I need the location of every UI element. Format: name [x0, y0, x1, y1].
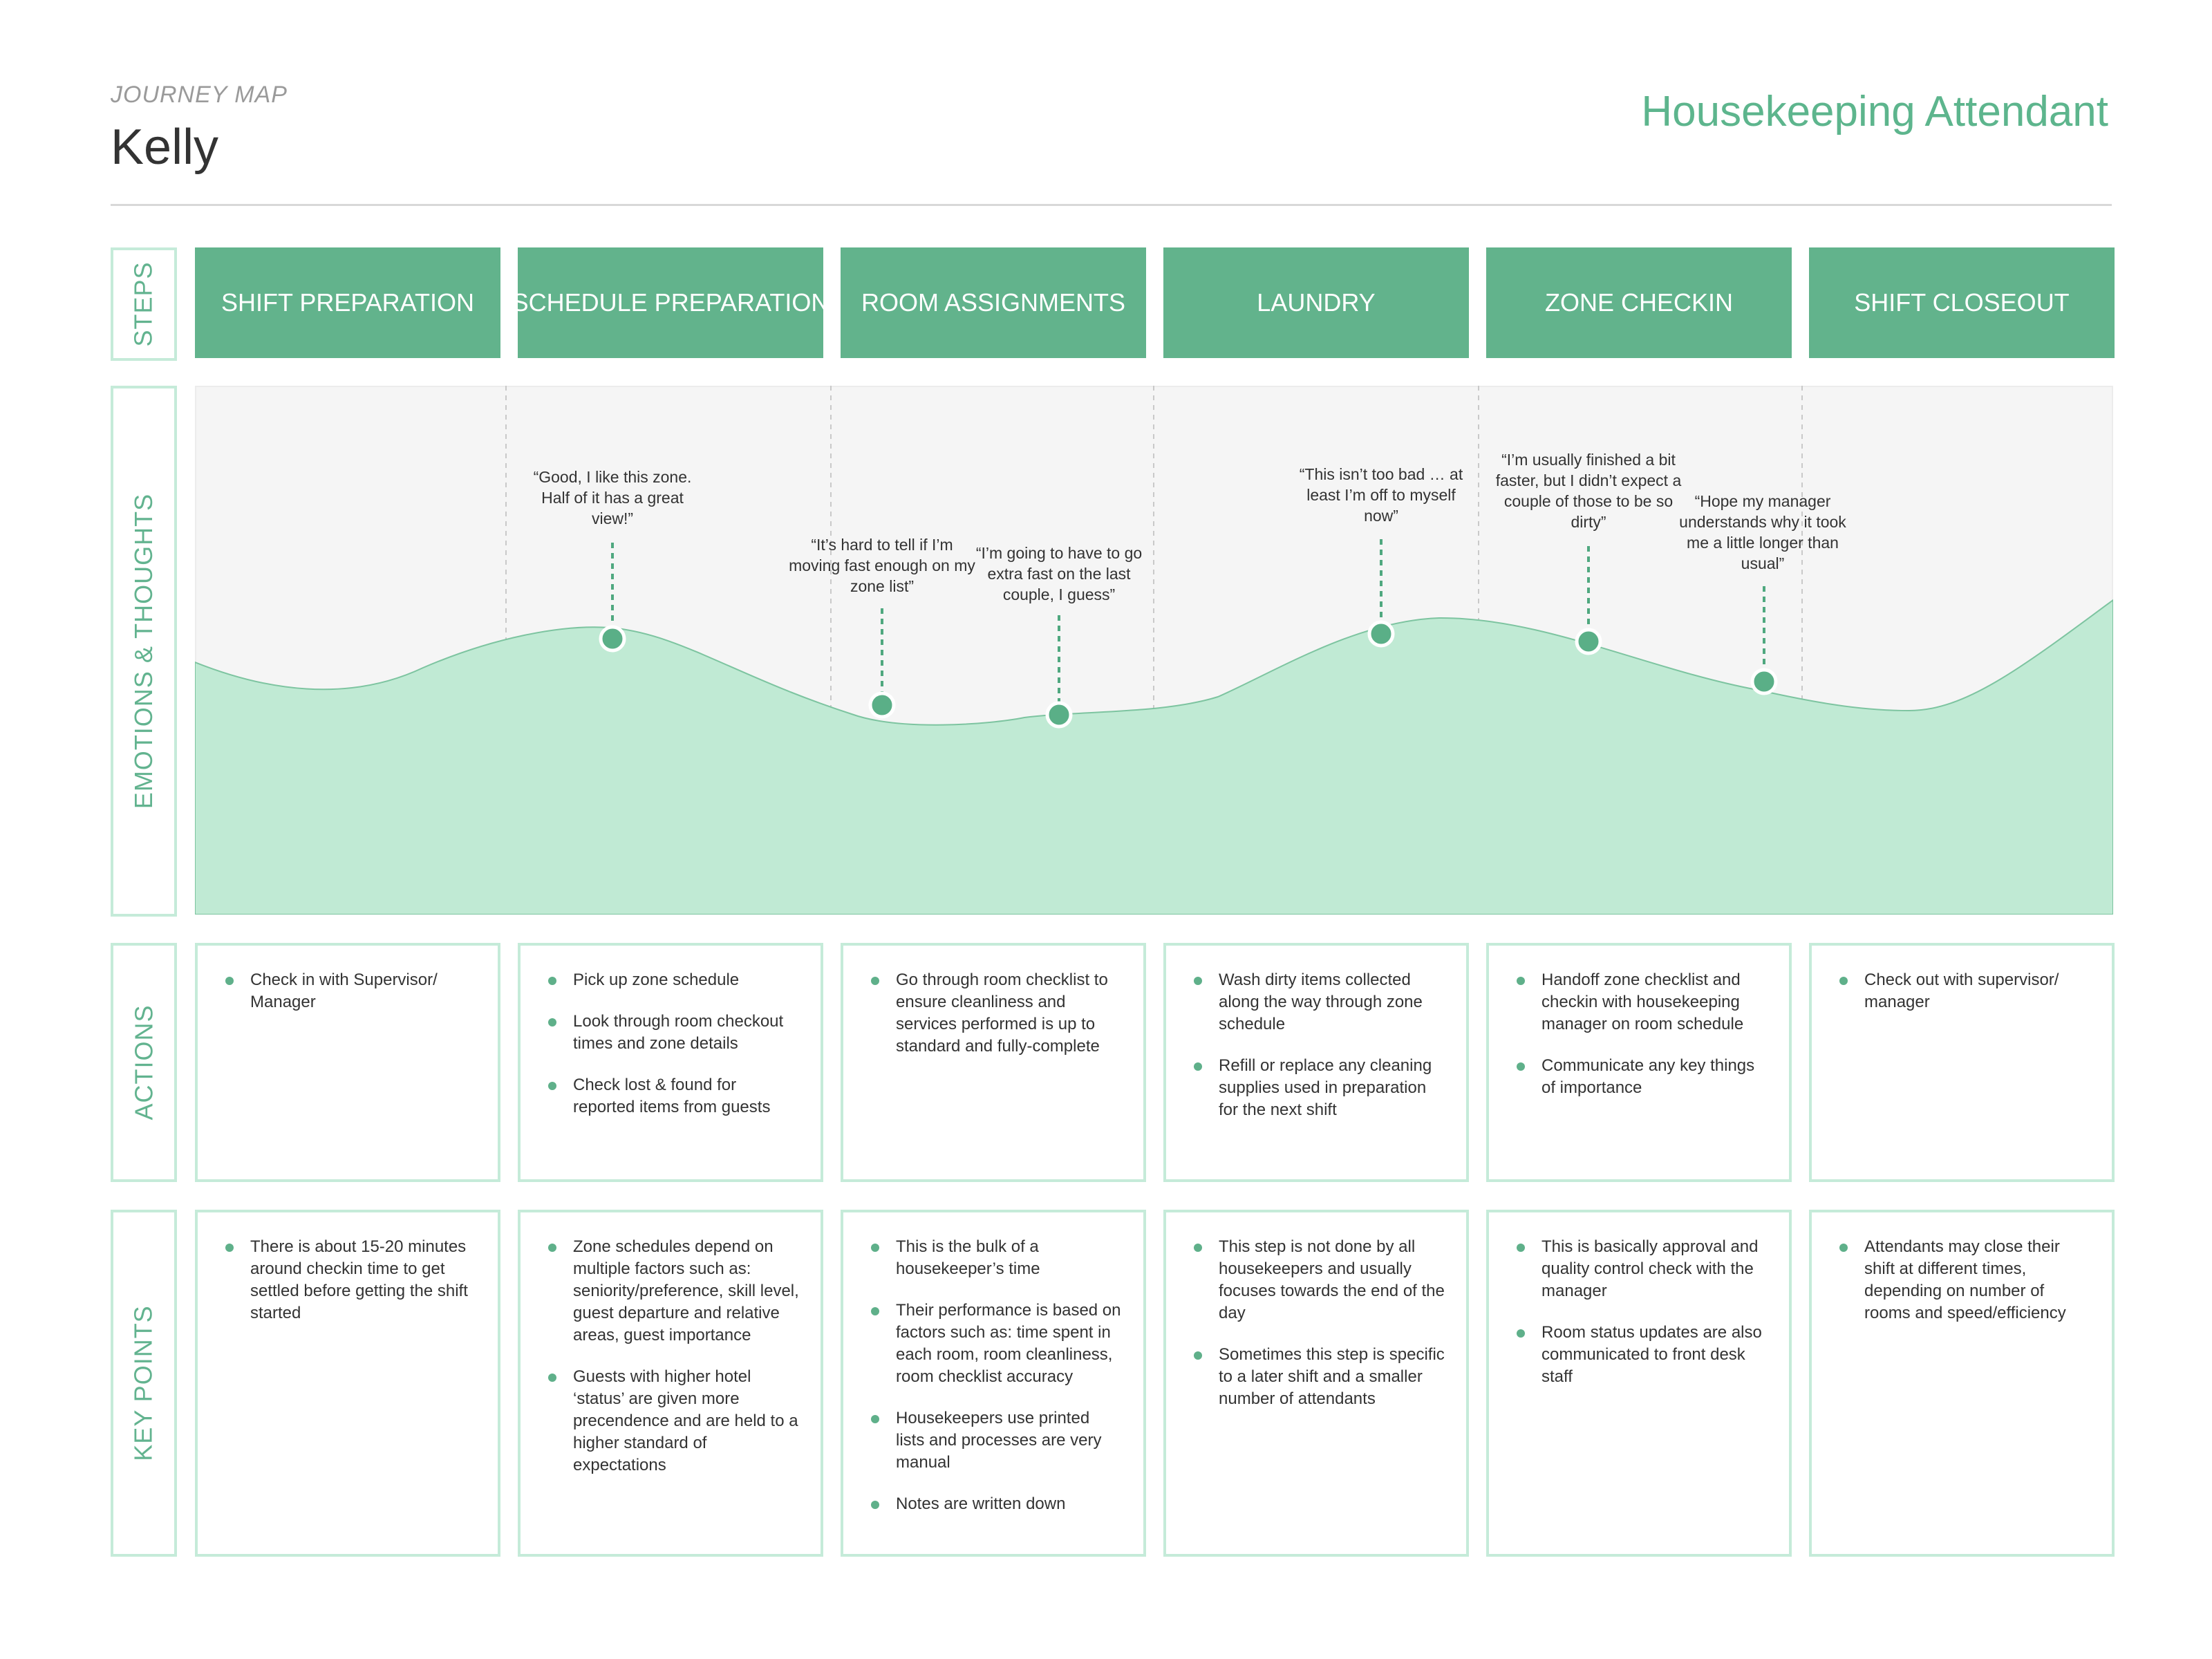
journey-map-eyebrow: JOURNEY MAP	[111, 82, 288, 108]
action-item: Handoff zone checklist and checkin with …	[1515, 969, 1768, 1035]
row-label-key-points-text: KEY POINTS	[129, 1305, 158, 1461]
key-point-item: This step is not done by all housekeeper…	[1192, 1236, 1445, 1324]
emotion-quote-3: “I’m going to have to go extra fast on t…	[975, 544, 1143, 603]
emotion-curve-area	[195, 599, 2113, 915]
key-point-item: There is about 15-20 minutes around chec…	[224, 1236, 477, 1324]
step-shift-preparation: SHIFT PREPARATION	[195, 247, 500, 358]
row-label-actions: ACTIONS	[111, 943, 177, 1182]
keypoints-card-schedule-preparation: Zone schedules depend on multiple factor…	[518, 1210, 823, 1557]
persona-role: Housekeeping Attendant	[1641, 88, 2108, 135]
step-laundry: LAUNDRY	[1163, 247, 1469, 358]
action-item: Check in with Supervisor/ Manager	[224, 969, 477, 1013]
key-point-item: Guests with higher hotel ‘status’ are gi…	[547, 1366, 800, 1477]
key-point-item: This is the bulk of a housekeeper’s time	[870, 1236, 1123, 1280]
key-point-item: Sometimes this step is specific to a lat…	[1192, 1344, 1445, 1410]
row-label-steps: STEPS	[111, 247, 177, 361]
emotion-marker	[1045, 701, 1073, 729]
emotion-marker	[868, 691, 896, 719]
row-label-key-points: KEY POINTS	[111, 1210, 177, 1557]
step-zone-checkin: ZONE CHECKIN	[1486, 247, 1792, 358]
step-room-assignments: ROOM ASSIGNMENTS	[841, 247, 1146, 358]
action-item: Check lost & found for reported items fr…	[547, 1074, 800, 1118]
action-item: Refill or replace any cleaning supplies …	[1192, 1055, 1445, 1121]
emotion-marker	[1575, 628, 1602, 655]
emotion-stems	[611, 539, 1765, 712]
persona-name: Kelly	[111, 120, 219, 175]
emotion-marker	[599, 625, 626, 653]
key-point-item: Their performance is based on factors su…	[870, 1300, 1123, 1388]
row-label-emotions: EMOTIONS & THOUGHTS	[111, 386, 177, 917]
action-item: Look through room checkout times and zon…	[547, 1011, 800, 1055]
emotion-quote-1: “Good, I like this zone. Half of it has …	[533, 468, 692, 527]
row-label-steps-text: STEPS	[129, 261, 158, 347]
step-shift-closeout: SHIFT CLOSEOUT	[1809, 247, 2115, 358]
action-item: Wash dirty items collected along the way…	[1192, 969, 1445, 1035]
emotion-quote-6: “Hope my manager understands why it took…	[1679, 492, 1846, 572]
actions-card-shift-preparation: Check in with Supervisor/ Manager	[195, 943, 500, 1182]
key-point-item: Room status updates are also communicate…	[1515, 1322, 1768, 1388]
key-point-item: Housekeepers use printed lists and proce…	[870, 1407, 1123, 1474]
header-divider	[111, 204, 2112, 206]
keypoints-card-zone-checkin: This is basically approval and quality c…	[1486, 1210, 1792, 1557]
row-label-actions-text: ACTIONS	[129, 1004, 158, 1121]
keypoints-card-room-assignments: This is the bulk of a housekeeper’s time…	[841, 1210, 1146, 1557]
action-item: Pick up zone schedule	[547, 969, 800, 991]
emotion-marker	[1750, 668, 1778, 695]
actions-card-shift-closeout: Check out with supervisor/ manager	[1809, 943, 2115, 1182]
action-item: Check out with supervisor/ manager	[1838, 969, 2091, 1013]
actions-card-laundry: Wash dirty items collected along the way…	[1163, 943, 1469, 1182]
key-point-item: This is basically approval and quality c…	[1515, 1236, 1768, 1302]
emotion-markers	[599, 620, 1778, 729]
emotion-quote-2: “It’s hard to tell if I’m moving fast en…	[789, 536, 975, 595]
emotion-curve-chart	[195, 386, 2113, 915]
action-item: Communicate any key things of importance	[1515, 1055, 1768, 1099]
step-schedule-preparation: SCHEDULE PREPARATION	[512, 247, 829, 358]
emotion-marker	[1367, 620, 1395, 648]
actions-card-schedule-preparation: Pick up zone schedule Look through room …	[518, 943, 823, 1182]
keypoints-card-shift-closeout: Attendants may close their shift at diff…	[1809, 1210, 2115, 1557]
emotion-quote-4: “This isn’t too bad … at least I’m off t…	[1299, 465, 1463, 525]
actions-card-room-assignments: Go through room checklist to ensure clea…	[841, 943, 1146, 1182]
keypoints-card-laundry: This step is not done by all housekeeper…	[1163, 1210, 1469, 1557]
action-item: Go through room checklist to ensure clea…	[870, 969, 1123, 1058]
row-label-emotions-text: EMOTIONS & THOUGHTS	[129, 493, 158, 809]
emotion-quote-5: “I’m usually finished a bit faster, but …	[1495, 451, 1682, 531]
key-point-item: Zone schedules depend on multiple factor…	[547, 1236, 800, 1347]
key-point-item: Notes are written down	[870, 1493, 1123, 1515]
keypoints-card-shift-preparation: There is about 15-20 minutes around chec…	[195, 1210, 500, 1557]
actions-card-zone-checkin: Handoff zone checklist and checkin with …	[1486, 943, 1792, 1182]
key-point-item: Attendants may close their shift at diff…	[1838, 1236, 2091, 1324]
